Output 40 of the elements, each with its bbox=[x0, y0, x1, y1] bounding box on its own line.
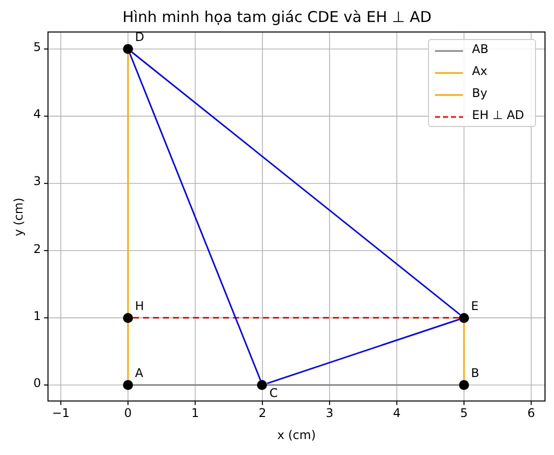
point-marker bbox=[459, 380, 469, 390]
legend-label: Ax bbox=[472, 64, 488, 78]
tick-label: 0 bbox=[33, 377, 41, 390]
tick-label: 4 bbox=[392, 407, 401, 420]
point-marker bbox=[123, 312, 133, 323]
point-label: E bbox=[471, 300, 479, 313]
legend-label: AB bbox=[472, 42, 488, 56]
chart-title: Hình minh họa tam giác CDE và EH ⊥ AD bbox=[121, 8, 433, 26]
tick-label: 0 bbox=[124, 407, 132, 420]
point-label: H bbox=[135, 300, 144, 313]
axis-label: y (cm) bbox=[12, 197, 26, 236]
point-marker bbox=[123, 380, 133, 390]
dashed-line bbox=[133, 317, 459, 319]
point-marker bbox=[459, 312, 469, 323]
tick-label: 2 bbox=[258, 407, 266, 420]
point-label: B bbox=[471, 367, 480, 380]
tick-label: 1 bbox=[191, 407, 199, 420]
tick-label: 2 bbox=[33, 242, 41, 256]
tick-label: 4 bbox=[33, 108, 41, 122]
point-label: A bbox=[135, 367, 144, 380]
line-segment bbox=[266, 318, 460, 384]
point-label: D bbox=[135, 31, 144, 44]
tick-label: 1 bbox=[33, 310, 41, 323]
point-marker bbox=[123, 44, 133, 54]
line-segment bbox=[463, 322, 465, 380]
point-label: C bbox=[269, 387, 278, 400]
tick-label: 3 bbox=[33, 175, 41, 188]
line-segment bbox=[127, 54, 129, 380]
line-segment bbox=[133, 384, 459, 386]
tick-label: 5 bbox=[460, 407, 468, 420]
point-marker bbox=[257, 380, 268, 390]
tick-label: 5 bbox=[33, 41, 41, 54]
legend-label: By bbox=[472, 86, 488, 100]
line-segment bbox=[129, 53, 262, 381]
axis-label: x (cm) bbox=[277, 429, 316, 442]
tick-label: −1 bbox=[52, 407, 70, 420]
line-segment bbox=[131, 52, 461, 316]
legend-label: EH ⊥ AD bbox=[472, 108, 524, 122]
tick-label: 3 bbox=[326, 407, 334, 420]
tick-label: 6 bbox=[527, 407, 535, 420]
